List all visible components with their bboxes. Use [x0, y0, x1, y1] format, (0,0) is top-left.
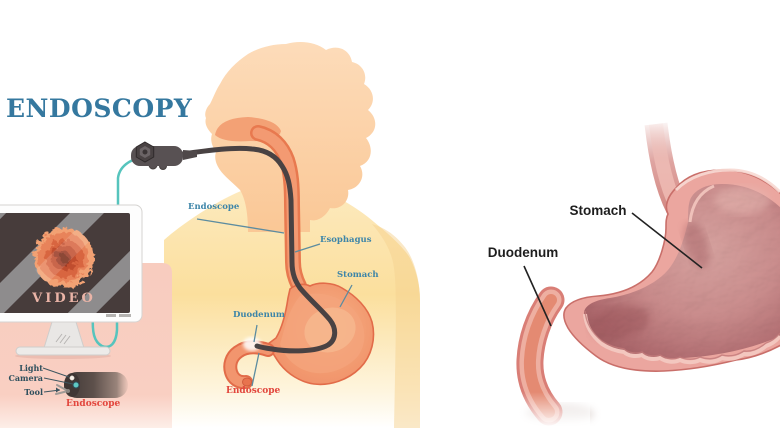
monitor-button: [119, 314, 131, 317]
label-stomach-schematic: Stomach: [337, 270, 379, 280]
page-title: ENDOSCOPY: [6, 94, 193, 123]
label-endoscope-bottom: Endoscope: [226, 386, 281, 396]
video-monitor: [0, 204, 143, 359]
label-stomach-anatomy: Stomach: [569, 203, 627, 218]
label-esophagus: Esophagus: [320, 235, 372, 245]
endoscope-tip-closeup: [55, 372, 128, 398]
monitor-stand-hatch: [55, 333, 71, 345]
endoscope-handle: [131, 141, 197, 170]
video-screen-label: VIDEO: [32, 291, 96, 306]
handle-control-knob: [135, 141, 155, 163]
endoscope-cable: [116, 158, 134, 210]
endoscope-insertion-tube: [180, 145, 338, 354]
monitor-button: [106, 314, 116, 317]
endoscopic-view-circle: [32, 226, 92, 286]
patient-arm-shade: [372, 224, 420, 428]
label-endoscope-top: Endoscope: [188, 202, 240, 212]
tip-camera: [72, 381, 80, 389]
label-duodenum-schematic: Duodenum: [233, 310, 285, 320]
tip-tool: [55, 384, 70, 395]
closeup-leader-lines: [42, 367, 74, 393]
label-light: Light: [19, 363, 43, 373]
leader-lines: [196, 218, 353, 387]
rugae-scallop-edge: [583, 184, 780, 365]
label-duodenum-anatomy: Duodenum: [487, 245, 559, 260]
duodenum-fade: [505, 392, 590, 428]
label-camera: Camera: [8, 373, 43, 383]
label-endoscope-closeup: Endoscope: [66, 399, 121, 409]
label-tool: Tool: [24, 387, 43, 397]
stomach-highlight: [304, 307, 356, 353]
patient-head-silhouette: [205, 42, 376, 232]
monitor-base: [15, 346, 111, 356]
anatomy-leader-lines: [523, 212, 703, 327]
anatomy-stomach-rim-highlight: [674, 168, 780, 194]
tip-light: [69, 375, 75, 381]
monitor-cable-loop: [91, 314, 119, 348]
anatomy-stomach-texture: [584, 184, 780, 359]
